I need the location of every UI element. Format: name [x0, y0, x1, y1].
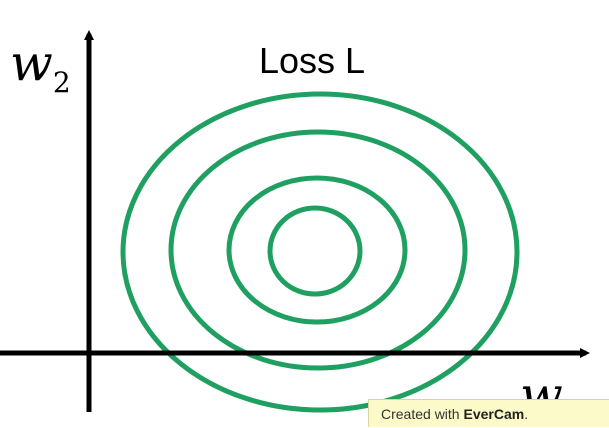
- y-axis-label: w2: [10, 34, 71, 99]
- y-axis-label-sub: 2: [53, 66, 71, 99]
- watermark-brand: EverCam: [463, 406, 525, 422]
- evercam-watermark: Created with EverCam.: [368, 399, 609, 427]
- contour-inner: [267, 205, 363, 297]
- watermark-prefix: Created with: [381, 406, 464, 422]
- contour-second: [168, 129, 468, 371]
- watermark-suffix: .: [524, 406, 529, 422]
- contour-outer: [120, 91, 520, 413]
- contour-third: [226, 175, 408, 325]
- y-axis-label-base: w: [10, 34, 53, 92]
- diagram-title: Loss L: [259, 40, 365, 81]
- contour-group: [120, 91, 520, 413]
